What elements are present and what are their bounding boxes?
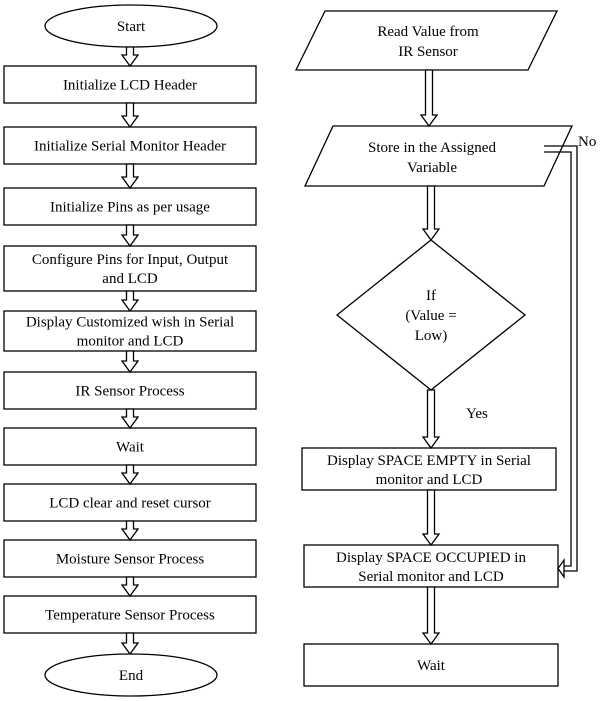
process-step-3-label-line-1: Initialize Pins as per usage — [50, 200, 210, 216]
end-label: End — [119, 668, 144, 684]
read-sensor-label-line-1: Read Value from — [377, 24, 479, 40]
arrow-step-7-to-8 — [120, 464, 140, 486]
process-step-9 — [3, 539, 257, 578]
process-step-4-label-line-1: Configure Pins for Input, Output — [32, 252, 229, 268]
decision-label-line-2: (Value = — [405, 308, 456, 324]
no-label: No — [578, 134, 596, 150]
arrow-decision-yes-to-empty — [421, 389, 441, 450]
end-terminal — [44, 653, 218, 697]
process-step-7-label-line-1: Wait — [116, 440, 145, 456]
process-step-7 — [3, 427, 257, 466]
arrow-read-to-store — [419, 69, 439, 128]
no-branch-line-outer — [544, 145, 578, 572]
process-step-2-label-line-1: Initialize Serial Monitor Header — [34, 139, 226, 155]
space-empty-process — [301, 447, 557, 491]
arrow-occupied-to-wait — [421, 586, 441, 646]
process-step-10-label-line-1: Temperature Sensor Process — [45, 608, 215, 624]
process-step-8-label-line-1: LCD clear and reset cursor — [49, 496, 211, 512]
arrow-start-to-step-1 — [120, 46, 140, 68]
store-label-line-2: Variable — [407, 160, 457, 176]
arrow-step-8-to-9 — [120, 520, 140, 542]
arrow-step-9-to-10 — [120, 576, 140, 598]
arrow-step-4-to-5 — [120, 290, 140, 313]
process-step-1 — [3, 65, 257, 104]
arrow-step-1-to-2 — [120, 102, 140, 129]
process-step-5-label-line-1: Display Customized wish in Serial — [26, 315, 234, 331]
store-label-line-1: Store in the Assigned — [368, 140, 496, 156]
store-variable-io — [303, 125, 574, 187]
no-branch-arrowhead — [557, 557, 565, 580]
process-step-9-label-line-1: Moisture Sensor Process — [56, 552, 204, 568]
no-branch-line-inner — [544, 151, 572, 567]
right-arrows — [419, 69, 441, 646]
arrow-step-6-to-7 — [120, 408, 140, 430]
space-empty-label-line-2: monitor and LCD — [376, 472, 483, 488]
process-step-4-label-line-2: and LCD — [102, 271, 158, 287]
right-wait-label: Wait — [417, 658, 446, 674]
process-step-1-label-line-1: Initialize LCD Header — [63, 78, 197, 94]
space-occupied-label-line-1: Display SPACE OCCUPIED in — [336, 550, 526, 566]
right-wait-process — [303, 643, 559, 687]
decision-label-line-1: If — [426, 288, 436, 304]
process-step-3 — [3, 187, 257, 226]
space-empty-label-line-1: Display SPACE EMPTY in Serial — [327, 453, 531, 469]
space-occupied-label-line-2: Serial monitor and LCD — [358, 569, 504, 585]
process-step-8 — [3, 483, 257, 522]
right-flow: Read Value from IR Sensor Store in the A… — [294, 10, 596, 687]
arrow-step-10-to-end — [120, 632, 140, 656]
left-arrows — [120, 46, 140, 656]
arrow-store-to-decision — [421, 185, 441, 242]
arrow-step-5-to-6 — [120, 350, 140, 374]
yes-label: Yes — [466, 406, 488, 422]
process-step-5-label-line-2: monitor and LCD — [77, 334, 184, 350]
read-sensor-io — [294, 10, 559, 71]
process-step-6-label-line-1: IR Sensor Process — [75, 384, 184, 400]
read-sensor-label-line-2: IR Sensor — [398, 44, 458, 60]
start-label: Start — [117, 19, 146, 35]
decision-label-line-3: Low) — [415, 328, 448, 344]
space-occupied-process — [303, 544, 559, 588]
arrow-step-3-to-4 — [120, 224, 140, 248]
arrow-step-2-to-3 — [120, 163, 140, 190]
arrow-empty-to-occupied — [421, 489, 441, 547]
